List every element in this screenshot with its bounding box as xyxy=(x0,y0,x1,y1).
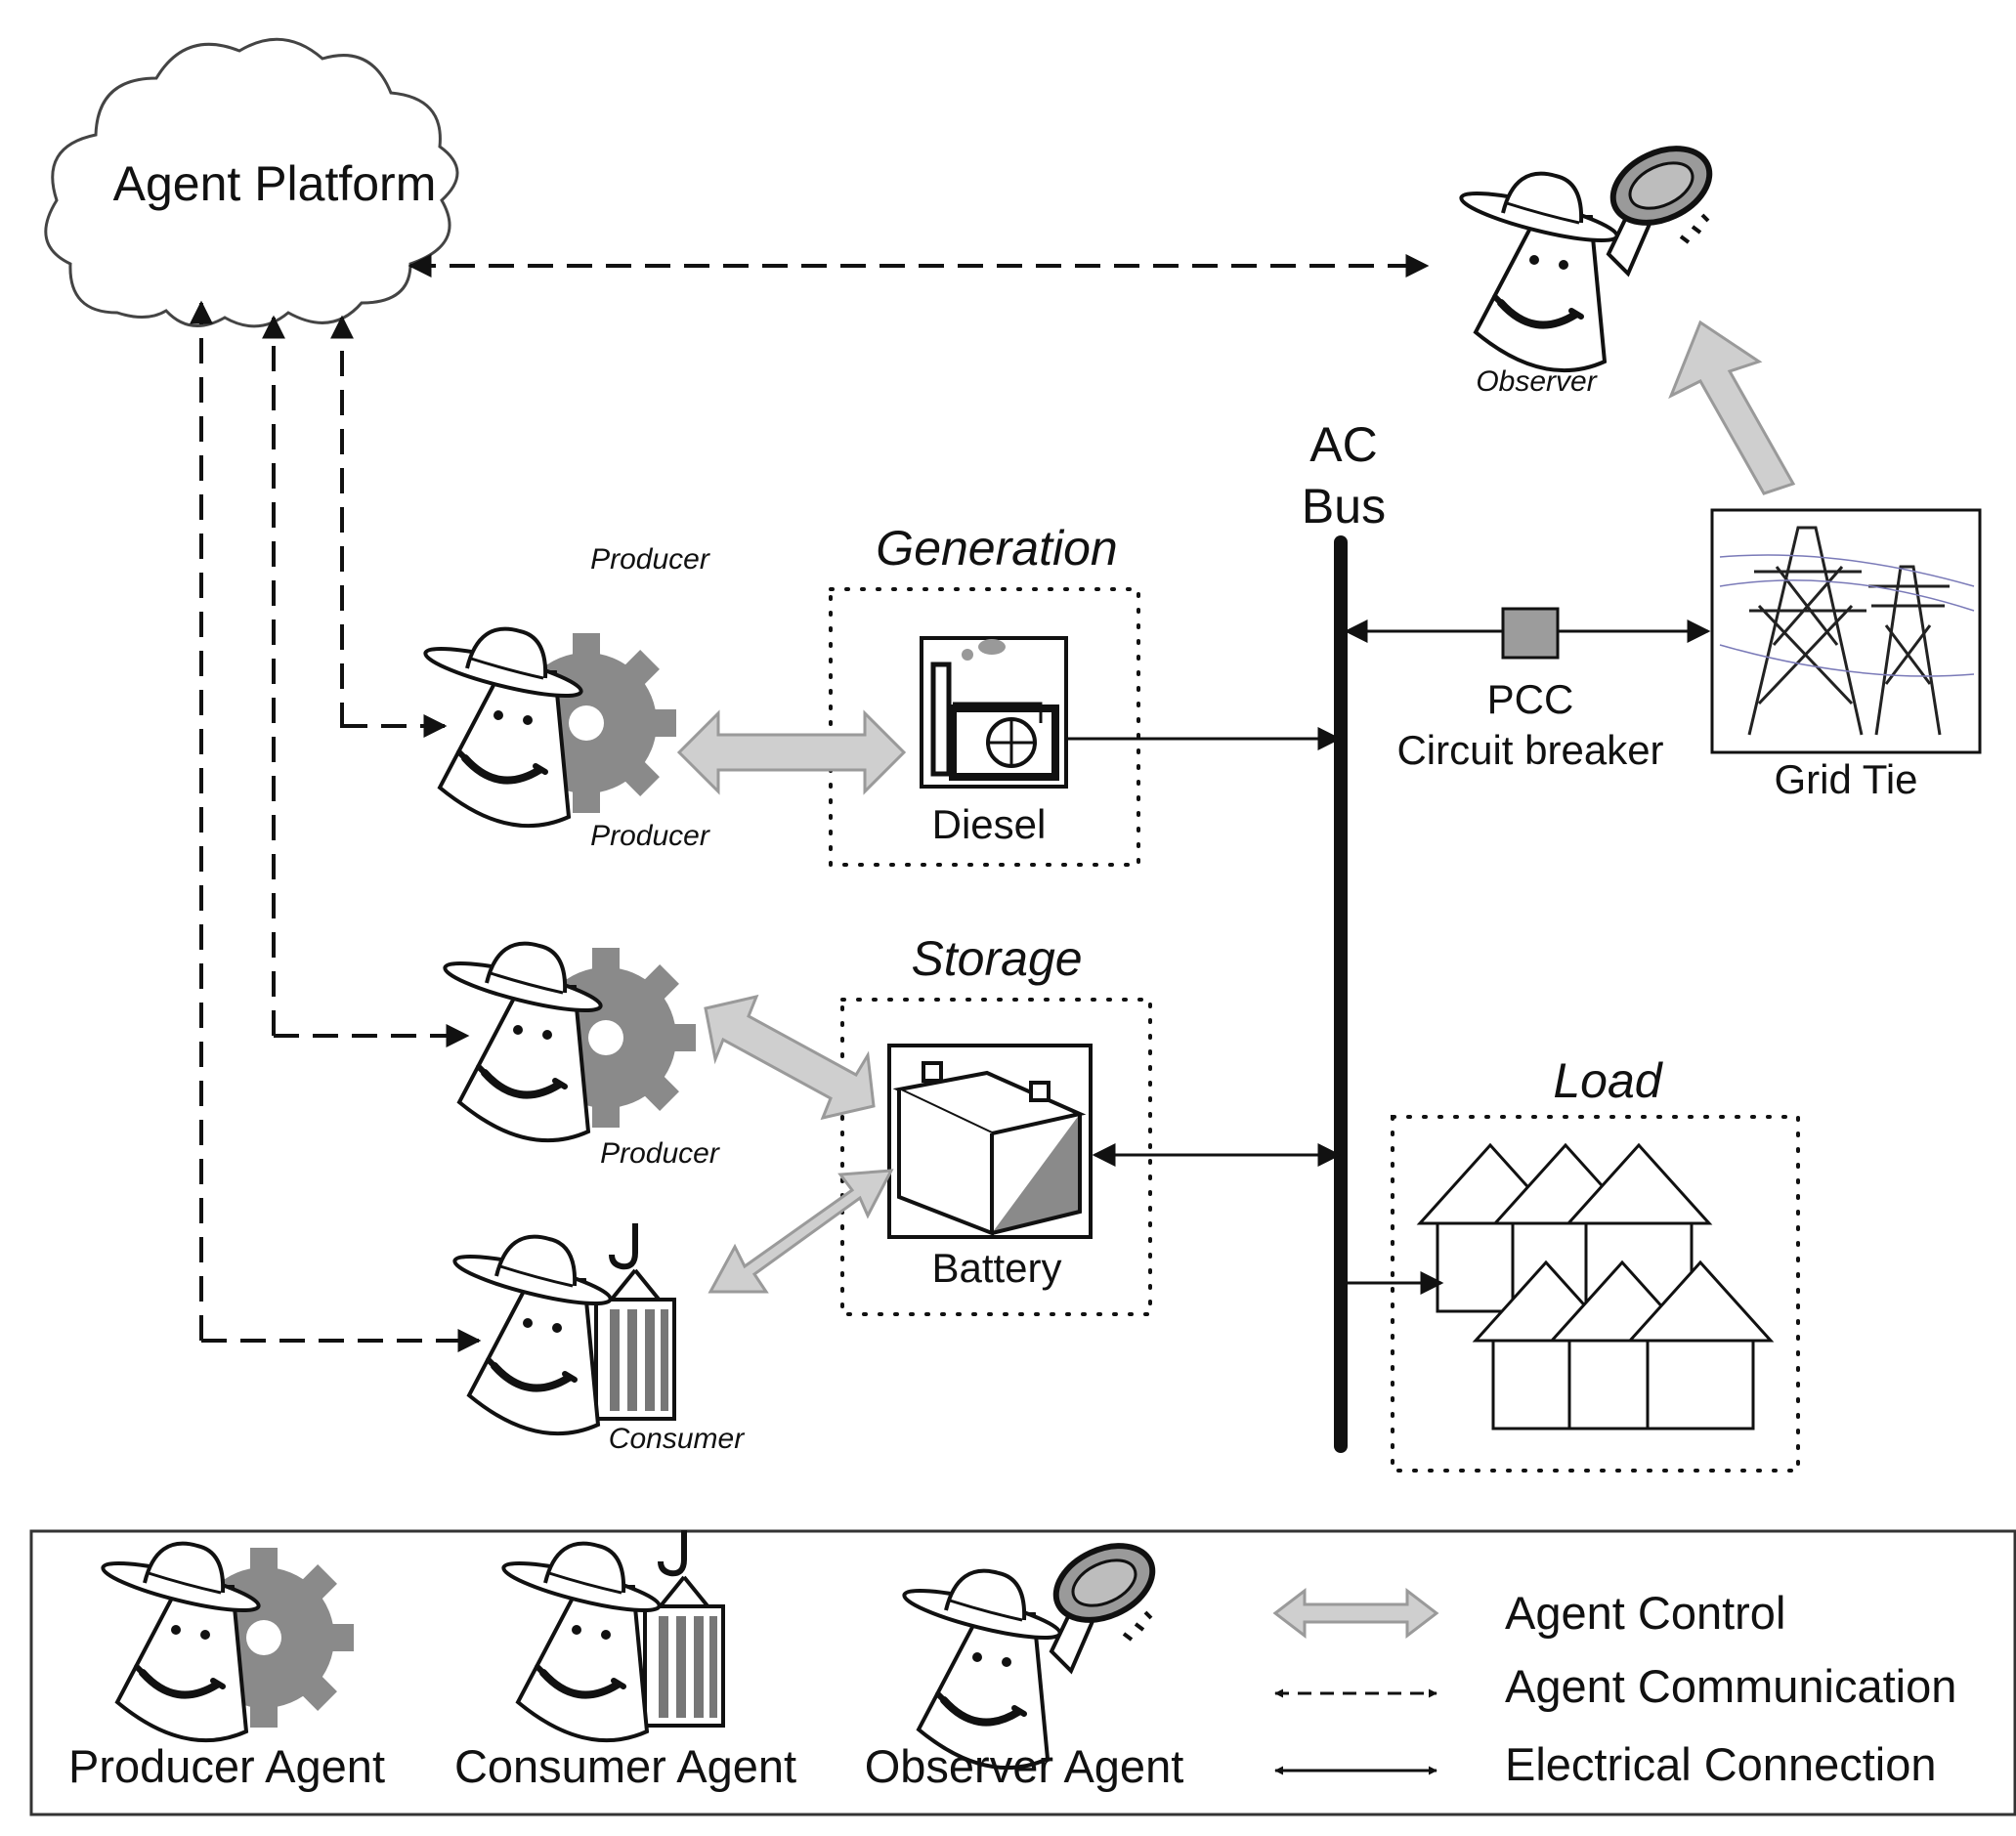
legend-electrical-connection-label: Electrical Connection xyxy=(1505,1738,1937,1790)
load-title: Load xyxy=(1553,1053,1663,1108)
load-box xyxy=(1391,1115,1800,1473)
legend-producer-label: Producer Agent xyxy=(68,1740,385,1792)
consumer-agent: Consumer xyxy=(451,1223,745,1455)
legend-consumer-label: Consumer Agent xyxy=(454,1740,796,1792)
battery-label: Battery xyxy=(931,1245,1061,1291)
agent-platform-label: Agent Platform xyxy=(113,156,437,211)
producer-storage-icon xyxy=(442,944,696,1140)
agent-communication-lines xyxy=(190,254,1430,1352)
legend-agent-control-label: Agent Control xyxy=(1505,1587,1785,1639)
houses-icon xyxy=(1418,1143,1773,1430)
consumer-agent-icon xyxy=(451,1223,674,1433)
producer-agent-storage: Producer xyxy=(442,944,720,1170)
diesel-label: Diesel xyxy=(932,801,1047,847)
producer-battery-control-arrow xyxy=(704,994,876,1121)
storage-section: Storage Battery xyxy=(840,931,1342,1316)
agent-platform-cloud: Agent Platform xyxy=(44,37,459,328)
legend-agent-control-arrow xyxy=(1272,1587,1439,1640)
consumer-battery-control-arrow xyxy=(708,1169,894,1294)
storage-title: Storage xyxy=(911,931,1082,986)
generation-title: Generation xyxy=(876,521,1117,576)
ac-bus-label-line2: Bus xyxy=(1302,479,1386,534)
legend-observer-label: Observer Agent xyxy=(865,1740,1184,1792)
grid-to-observer-arrow xyxy=(1668,320,1796,495)
generation-box xyxy=(829,587,1140,867)
grid-tie-connection: PCC Circuit breaker xyxy=(1344,607,1711,773)
ac-bus: AC Bus xyxy=(1302,417,1386,1453)
producer-bottom-label: Producer xyxy=(590,820,710,852)
legend: Producer Agent Consumer Agent Observer A… xyxy=(29,1530,2016,1816)
observer-agent: Observer xyxy=(1458,134,1721,398)
grid-tie: Grid Tie xyxy=(1710,508,1982,802)
pcc-label: PCC xyxy=(1487,676,1574,722)
observer-agent-icon xyxy=(1458,134,1721,370)
observer-label: Observer xyxy=(1476,365,1597,398)
load-section: Load xyxy=(1347,1053,1800,1473)
grid-tie-label: Grid Tie xyxy=(1774,756,1917,802)
generation-section: Generation Diesel xyxy=(829,521,1342,867)
circuit-breaker-label: Circuit breaker xyxy=(1396,727,1663,773)
producer-agent-top: Producer Producer xyxy=(422,543,710,852)
producer-top-icon xyxy=(422,629,676,826)
producer-top-label: Producer xyxy=(590,543,710,576)
consumer-label: Consumer xyxy=(609,1423,745,1455)
pcc-breaker-icon xyxy=(1501,607,1560,660)
ac-bus-label-line1: AC xyxy=(1309,417,1377,472)
producer-diesel-control-arrow xyxy=(676,709,907,795)
producer-storage-label: Producer xyxy=(600,1137,720,1170)
legend-agent-communication-label: Agent Communication xyxy=(1505,1660,1956,1712)
